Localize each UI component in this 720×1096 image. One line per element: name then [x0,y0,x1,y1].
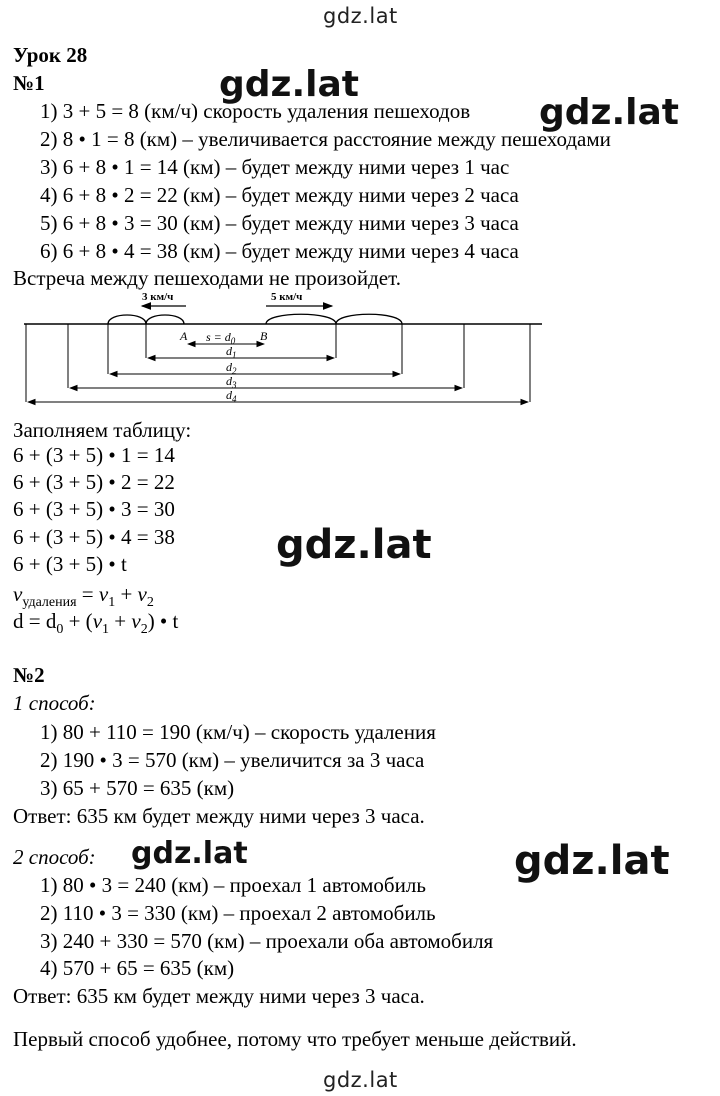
task2-method2-label: 2 способ: [13,845,96,869]
watermark-mark-5: gdz.lat [514,838,670,884]
task1-step-2: 2) 8 • 1 = 8 (км) – увеличивается рассто… [40,127,611,151]
task2-method1-step-2: 2) 190 • 3 = 570 (км) – увеличится за 3 … [40,748,425,772]
table-row-5: 6 + (3 + 5) • t [13,552,127,576]
point-b-label: B [260,329,268,343]
header-watermark: gdz.lat [323,4,398,28]
task2-method2-step-4: 4) 570 + 65 = 635 (км) [40,956,235,980]
task2-method1-step-3: 3) 65 + 570 = 635 (км) [40,776,235,800]
task2-answer-1: Ответ: 635 км будет между ними через 3 ч… [13,804,425,828]
footer-watermark: gdz.lat [323,1068,398,1092]
d4-label: d4 [226,388,237,404]
task2-method2-step-2: 2) 110 • 3 = 330 (км) – проехал 2 автомо… [40,901,436,925]
table-row-3: 6 + (3 + 5) • 3 = 30 [13,497,175,521]
formula-speed: vудаления = v1 + v2 [13,582,154,610]
task2-method2-step-3: 3) 240 + 330 = 570 (км) – проехали оба а… [40,929,494,953]
table-row-2: 6 + (3 + 5) • 2 = 22 [13,470,175,494]
task2-method1-step-1: 1) 80 + 110 = 190 (км/ч) – скорость удал… [40,720,436,744]
watermark-mark-2: gdz.lat [536,92,683,133]
task2-method2-step-1: 1) 80 • 3 = 240 (км) – проехал 1 автомоб… [40,873,426,897]
task2-number: №2 [13,663,45,687]
s-label: s = d0 [206,330,236,346]
final-note: Первый способ удобнее, потому что требуе… [13,1027,577,1051]
watermark-mark-4: gdz.lat [128,836,251,871]
task2-method1-label: 1 способ: [13,691,96,715]
table-row-1: 6 + (3 + 5) • 1 = 14 [13,443,175,467]
task1-number: №1 [13,71,45,95]
d1-label: d1 [226,344,237,360]
task1-step-4: 4) 6 + 8 • 2 = 22 (км) – будет между ним… [40,183,519,207]
speed-right-label: 5 км/ч [271,291,302,303]
point-a-label: A [179,329,188,343]
d2-label: d2 [226,360,237,376]
task1-step-6: 6) 6 + 8 • 4 = 38 (км) – будет между ним… [40,239,519,263]
speed-left-label: 3 км/ч [142,291,173,303]
distance-diagram: 3 км/ч 5 км/ч A B s = d0 d1 d2 d3 d4 [24,291,542,406]
formula-distance: d = d0 + (v1 + v2) • t [13,609,179,637]
task1-step-3: 3) 6 + 8 • 1 = 14 (км) – будет между ним… [40,155,510,179]
watermark-mark-1: gdz.lat [216,64,363,105]
table-row-4: 6 + (3 + 5) • 4 = 38 [13,525,175,549]
task2-answer-2: Ответ: 635 км будет между ними через 3 ч… [13,984,425,1008]
watermark-mark-3: gdz.lat [276,522,432,568]
table-intro: Заполняем таблицу: [13,418,192,442]
d3-label: d3 [226,374,237,390]
lesson-title: Урок 28 [13,43,88,67]
task1-conclusion: Встреча между пешеходами не произойдет. [13,266,401,290]
task1-step-5: 5) 6 + 8 • 3 = 30 (км) – будет между ним… [40,211,519,235]
